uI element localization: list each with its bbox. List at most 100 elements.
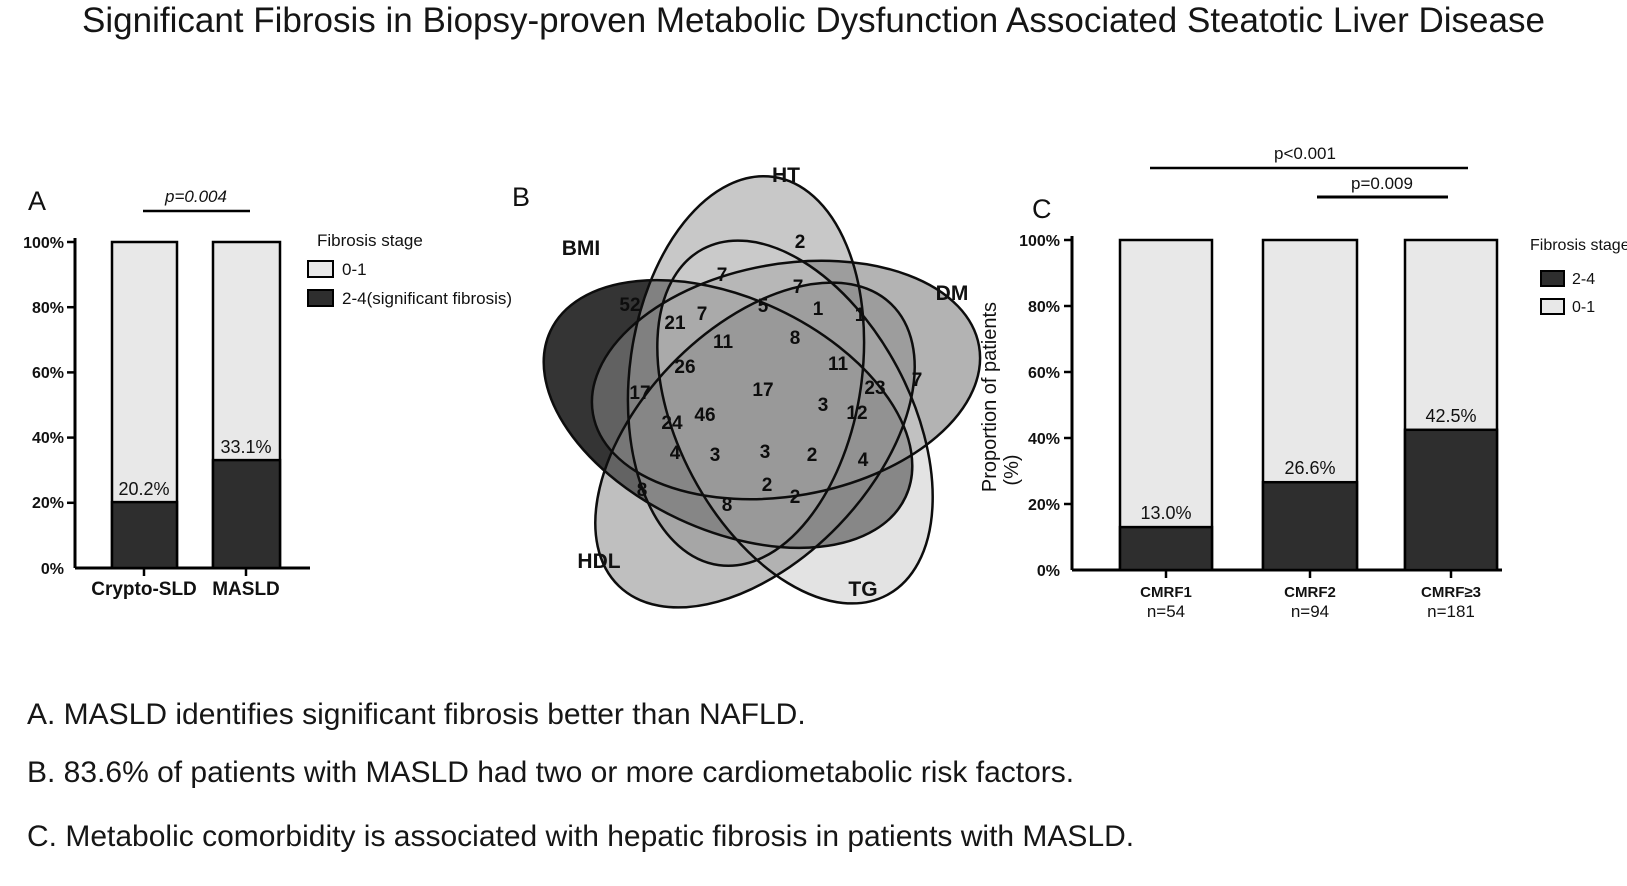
bar-value-label: 42.5% — [1425, 406, 1476, 426]
venn-region-count: 17 — [629, 383, 650, 404]
venn-region-count: 7 — [717, 265, 728, 286]
panel-a-ytick-label: 60% — [32, 365, 64, 382]
legend-swatch-light — [1540, 298, 1565, 315]
figure-title: Significant Fibrosis in Biopsy-proven Me… — [82, 1, 1545, 40]
venn-region-count: 3 — [818, 395, 829, 416]
figure-canvas: A p=0.004 100% 80% 60% 40% 20% 0% 20.2% … — [23, 144, 1627, 621]
venn-region-count: 23 — [864, 378, 885, 399]
panel-c-ytick-label: 100% — [1019, 233, 1060, 250]
venn-region-count: 2 — [795, 232, 806, 253]
venn-label-hdl: HDL — [577, 550, 620, 573]
category-label-cmrf2: CMRF2 — [1284, 584, 1336, 601]
caption-c: C. Metabolic comorbidity is associated w… — [27, 820, 1135, 853]
panel-c-ytick-label: 60% — [1028, 365, 1060, 382]
venn-region-count: 7 — [912, 370, 923, 391]
venn-region-count: 2 — [790, 487, 801, 508]
venn-outline-hdl — [594, 281, 916, 609]
legend-swatch-dark — [307, 289, 334, 307]
caption-a: A. MASLD identifies significant fibrosis… — [27, 698, 806, 731]
category-label-cmrf1: CMRF1 — [1140, 584, 1192, 601]
legend-swatch-light — [307, 260, 334, 278]
panel-c-ytick-label: 0% — [1037, 563, 1060, 580]
panel-a-ytick-label: 40% — [32, 430, 64, 447]
bar-value-label: 20.2% — [118, 479, 169, 499]
venn-region-count: 1 — [813, 299, 824, 320]
panel-c-legend: Fibrosis stage 2-4 0-1 — [1530, 237, 1627, 316]
panel-c-y-axis-title: Proportion of patients — [979, 302, 1001, 492]
venn-region-count: 24 — [661, 413, 683, 434]
venn-region-count: 1 — [855, 305, 866, 326]
panel-a-ytick-label: 80% — [32, 300, 64, 317]
venn-label-ht: HT — [772, 164, 800, 187]
category-label-masld: MASLD — [212, 579, 280, 600]
bar-cmrf2-dark — [1261, 480, 1359, 572]
panel-a-letter: A — [28, 186, 46, 216]
bar-crypto-sld-dark — [110, 500, 179, 570]
venn-outline-tg — [656, 239, 934, 605]
panel-c-ytick-label: 80% — [1028, 299, 1060, 316]
venn-region-count: 52 — [619, 295, 640, 316]
panel-a-ytick-label: 0% — [41, 561, 64, 578]
venn-region-count: 4 — [670, 443, 681, 464]
panel-a-legend: Fibrosis stage 0-1 2-4(significant fibro… — [307, 231, 512, 308]
venn-region-count: 8 — [790, 328, 801, 349]
bar-masld-dark — [211, 458, 282, 570]
category-label-crypto-sld: Crypto-SLD — [91, 579, 197, 600]
venn-region-count: 17 — [752, 380, 773, 401]
venn-set-hdl — [595, 282, 915, 608]
bar-cmrf3-dark — [1403, 428, 1499, 572]
legend-swatch-dark — [1540, 270, 1565, 287]
category-label-cmrf3: CMRF≥3 — [1421, 584, 1481, 601]
panel-c-ytick-label: 40% — [1028, 431, 1060, 448]
panel-c: C p<0.001 p=0.009 Proportion of patients… — [979, 144, 1627, 621]
caption-b: B. 83.6% of patients with MASLD had two … — [27, 756, 1075, 789]
bar-cmrf1-dark — [1118, 525, 1214, 572]
venn-label-tg: TG — [848, 578, 877, 601]
venn-region-count: 46 — [694, 405, 715, 426]
panel-c-ytick-label: 20% — [1028, 497, 1060, 514]
legend-title: Fibrosis stage — [317, 231, 423, 250]
category-n-cmrf3: n=181 — [1427, 602, 1475, 621]
venn-region-count: 7 — [697, 304, 708, 325]
bar-value-label: 26.6% — [1284, 458, 1335, 478]
bar-value-label: 33.1% — [220, 437, 271, 457]
panel-c-letter: C — [1032, 194, 1052, 224]
panel-c-pvalue-1: p<0.001 — [1274, 144, 1336, 163]
venn-region-count: 8 — [637, 480, 648, 501]
venn-region-count: 11 — [828, 354, 849, 375]
venn-outline-ht — [626, 174, 866, 568]
venn-region-count: 12 — [846, 403, 867, 424]
panel-a-ytick-label: 20% — [32, 495, 64, 512]
venn-region-count: 2 — [762, 475, 773, 496]
venn-region-count: 26 — [674, 357, 695, 378]
venn-region-count: 4 — [858, 450, 869, 471]
category-n-cmrf1: n=54 — [1147, 602, 1185, 621]
bar-value-label: 13.0% — [1140, 503, 1191, 523]
panel-c-y-axis-title-units: (%) — [1001, 454, 1023, 485]
panel-b-letter: B — [512, 182, 530, 212]
venn-outline-bmi — [542, 278, 914, 550]
category-n-cmrf2: n=94 — [1291, 602, 1329, 621]
venn-label-bmi: BMI — [562, 237, 601, 260]
venn-region-count: 8 — [722, 495, 733, 516]
venn-region-count: 7 — [793, 277, 804, 298]
venn-region-count: 21 — [664, 313, 686, 334]
panel-b: B BMI HT DM TG HDL 2 7 7 5 1 1 — [512, 164, 982, 609]
venn-region-count: 3 — [760, 442, 771, 463]
venn-outline-dm — [590, 259, 982, 501]
legend-label: 0-1 — [342, 260, 367, 279]
legend-label: 0-1 — [1572, 299, 1595, 316]
venn-region-count: 3 — [710, 445, 721, 466]
legend-label: 2-4(significant fibrosis) — [342, 289, 512, 308]
legend-label: 2-4 — [1572, 271, 1595, 288]
panel-a: A p=0.004 100% 80% 60% 40% 20% 0% 20.2% … — [23, 186, 512, 600]
legend-title: Fibrosis stage — [1530, 237, 1627, 254]
bar-cmrf1-light — [1118, 238, 1214, 572]
venn-region-count: 11 — [713, 332, 734, 353]
venn-label-dm: DM — [936, 282, 969, 305]
panel-a-ytick-label: 100% — [23, 235, 64, 252]
venn-region-count: 5 — [758, 296, 769, 317]
panel-c-pvalue-2: p=0.009 — [1351, 174, 1413, 193]
panel-a-pvalue: p=0.004 — [164, 187, 227, 206]
